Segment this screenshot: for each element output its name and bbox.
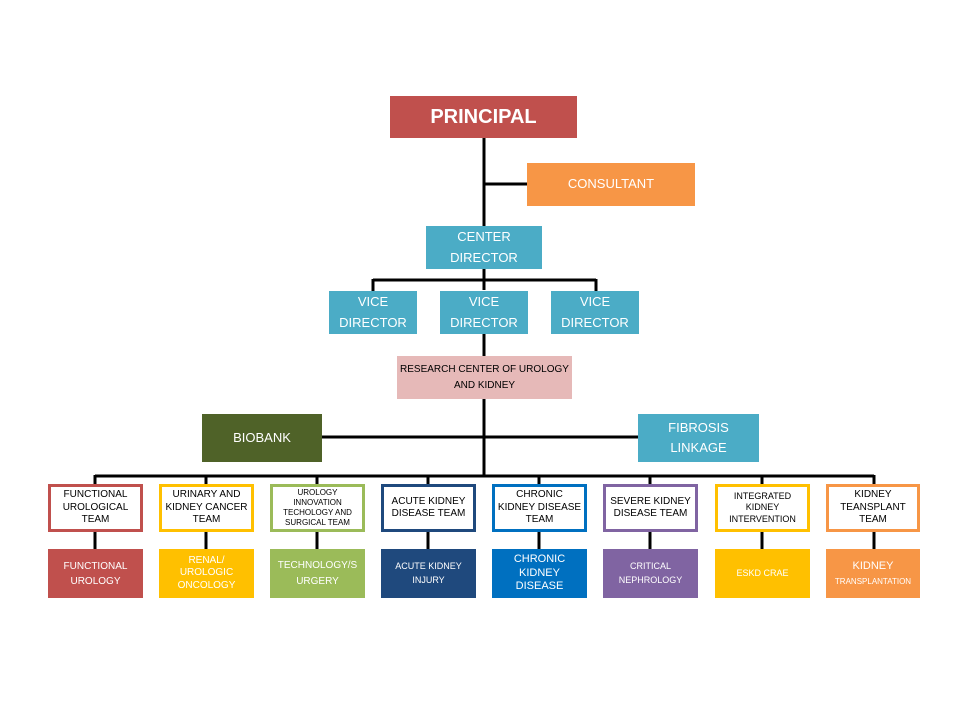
team-box-functional-urological: FUNCTIONAL UROLOGICAL TEAM bbox=[48, 484, 143, 532]
unit-label-sub: TRANSPLANTATION bbox=[834, 576, 912, 586]
team-label: FUNCTIONAL UROLOGICAL TEAM bbox=[62, 489, 129, 526]
fibrosis-linkage-label: FIBROSIS LINKAGE bbox=[668, 419, 729, 455]
team-box-integrated-kidney: INTEGRATED KIDNEY INTERVENTION bbox=[715, 484, 810, 532]
vice-director-label: VICE DIRECTOR bbox=[450, 294, 518, 330]
team-box-chronic-kidney: CHRONIC KIDNEY DISEASE TEAM bbox=[492, 484, 587, 532]
biobank-label: BIOBANK bbox=[233, 429, 291, 445]
team-label: INTEGRATED KIDNEY INTERVENTION bbox=[729, 491, 796, 524]
team-label: URINARY AND KIDNEY CANCER TEAM bbox=[165, 489, 248, 526]
team-box-urology-innovation: UROLOGY INNOVATION TECHOLOGY AND SURGICA… bbox=[270, 484, 365, 532]
team-label: KIDNEY TEANSPLANT TEAM bbox=[840, 489, 906, 526]
vice-director-label: VICE DIRECTOR bbox=[339, 294, 407, 330]
vice-director-box-right: VICE DIRECTOR bbox=[551, 291, 639, 334]
principal-label: PRINCIPAL bbox=[430, 105, 537, 128]
team-box-acute-kidney: ACUTE KIDNEY DISEASE TEAM bbox=[381, 484, 476, 532]
vice-director-box-center: VICE DIRECTOR bbox=[440, 291, 528, 334]
unit-box-kidney-transplantation: KIDNEY TRANSPLANTATION bbox=[826, 549, 920, 598]
unit-label: ACUTE KIDNEY INJURY bbox=[395, 561, 462, 585]
center-director-label: CENTER DIRECTOR bbox=[450, 229, 518, 265]
unit-box-chronic-kidney-disease: CHRONIC KIDNEY DISEASE bbox=[492, 549, 587, 598]
vice-director-box-left: VICE DIRECTOR bbox=[329, 291, 417, 334]
vice-director-label: VICE DIRECTOR bbox=[561, 294, 629, 330]
unit-label-main: KIDNEY bbox=[852, 560, 894, 573]
biobank-box: BIOBANK bbox=[202, 414, 322, 462]
unit-box-functional-urology: FUNCTIONAL UROLOGY bbox=[48, 549, 143, 598]
unit-label: CRITICAL NEPHROLOGY bbox=[618, 561, 683, 585]
center-director-box: CENTER DIRECTOR bbox=[426, 226, 542, 269]
unit-label: TECHNOLOGY/S URGERY bbox=[277, 559, 358, 587]
unit-label: ESKD CRAE bbox=[736, 567, 789, 578]
unit-box-acute-kidney-injury: ACUTE KIDNEY INJURY bbox=[381, 549, 476, 598]
team-box-severe-kidney: SEVERE KIDNEY DISEASE TEAM bbox=[603, 484, 698, 532]
unit-label: RENAL/ UROLOGIC ONCOLOGY bbox=[177, 554, 236, 591]
research-center-box: RESEARCH CENTER OF UROLOGY AND KIDNEY bbox=[397, 356, 572, 399]
fibrosis-linkage-box: FIBROSIS LINKAGE bbox=[638, 414, 759, 462]
team-label: ACUTE KIDNEY DISEASE TEAM bbox=[391, 495, 466, 520]
unit-box-eskd-crae: ESKD CRAE bbox=[715, 549, 810, 598]
team-label: UROLOGY INNOVATION TECHOLOGY AND SURGICA… bbox=[283, 488, 352, 527]
team-label: CHRONIC KIDNEY DISEASE TEAM bbox=[497, 489, 582, 526]
unit-box-technology-surgery: TECHNOLOGY/S URGERY bbox=[270, 549, 365, 598]
consultant-label: CONSULTANT bbox=[567, 176, 655, 192]
team-box-urinary-kidney-cancer: URINARY AND KIDNEY CANCER TEAM bbox=[159, 484, 254, 532]
research-center-label: RESEARCH CENTER OF UROLOGY AND KIDNEY bbox=[400, 363, 569, 391]
unit-label: FUNCTIONAL UROLOGY bbox=[63, 560, 128, 587]
unit-box-renal-urologic-oncology: RENAL/ UROLOGIC ONCOLOGY bbox=[159, 549, 254, 598]
consultant-box: CONSULTANT bbox=[527, 163, 695, 206]
team-label: SEVERE KIDNEY DISEASE TEAM bbox=[610, 495, 691, 520]
unit-label: CHRONIC KIDNEY DISEASE bbox=[513, 552, 566, 593]
principal-box: PRINCIPAL bbox=[390, 96, 577, 138]
team-box-kidney-transplant: KIDNEY TEANSPLANT TEAM bbox=[826, 484, 920, 532]
unit-box-critical-nephrology: CRITICAL NEPHROLOGY bbox=[603, 549, 698, 598]
